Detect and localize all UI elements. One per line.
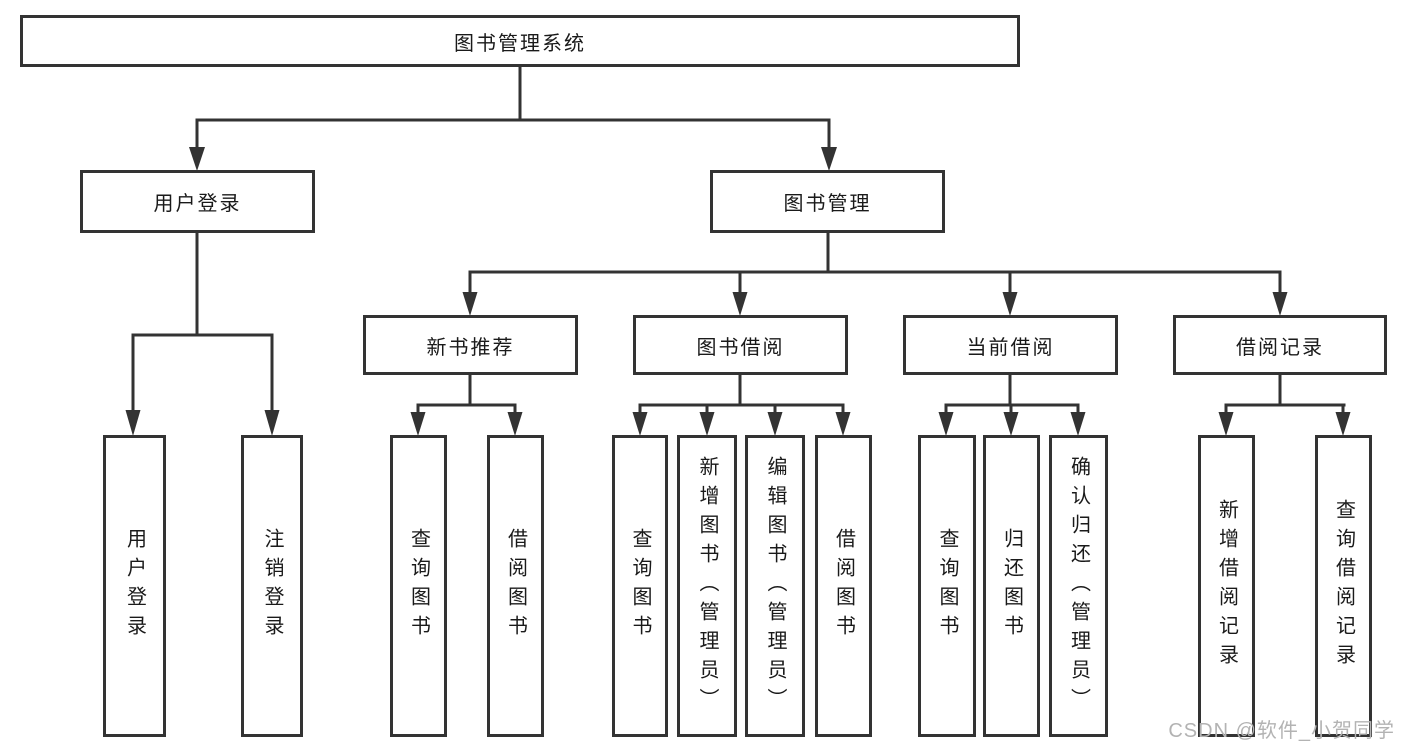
leaf-query-books-2: 查询图书 <box>612 435 668 737</box>
leaf-query-books-1: 查询图书 <box>390 435 447 737</box>
leaf-query-books-3: 查询图书 <box>918 435 976 737</box>
leaf-confirm-return-admin: 确认归还（管理员） <box>1049 435 1108 737</box>
leaf-logout: 注销登录 <box>241 435 303 737</box>
watermark: CSDN @软件_小贺同学 <box>1168 720 1395 742</box>
leaf-borrow-books-1: 借阅图书 <box>487 435 544 737</box>
node-user-login: 用户登录 <box>80 170 315 233</box>
leaf-return-books: 归还图书 <box>983 435 1040 737</box>
leaf-edit-book-admin: 编辑图书（管理员） <box>745 435 805 737</box>
node-root: 图书管理系统 <box>20 15 1020 67</box>
node-book-borrow: 图书借阅 <box>633 315 848 375</box>
leaf-add-book-admin: 新增图书（管理员） <box>677 435 737 737</box>
leaf-add-borrow-record: 新增借阅记录 <box>1198 435 1255 737</box>
node-current-borrow: 当前借阅 <box>903 315 1118 375</box>
leaf-borrow-books-2: 借阅图书 <box>815 435 872 737</box>
node-new-book-recommend: 新书推荐 <box>363 315 578 375</box>
leaf-query-borrow-record: 查询借阅记录 <box>1315 435 1372 737</box>
node-book-management: 图书管理 <box>710 170 945 233</box>
leaf-user-login: 用户登录 <box>103 435 166 737</box>
node-borrow-records: 借阅记录 <box>1173 315 1387 375</box>
